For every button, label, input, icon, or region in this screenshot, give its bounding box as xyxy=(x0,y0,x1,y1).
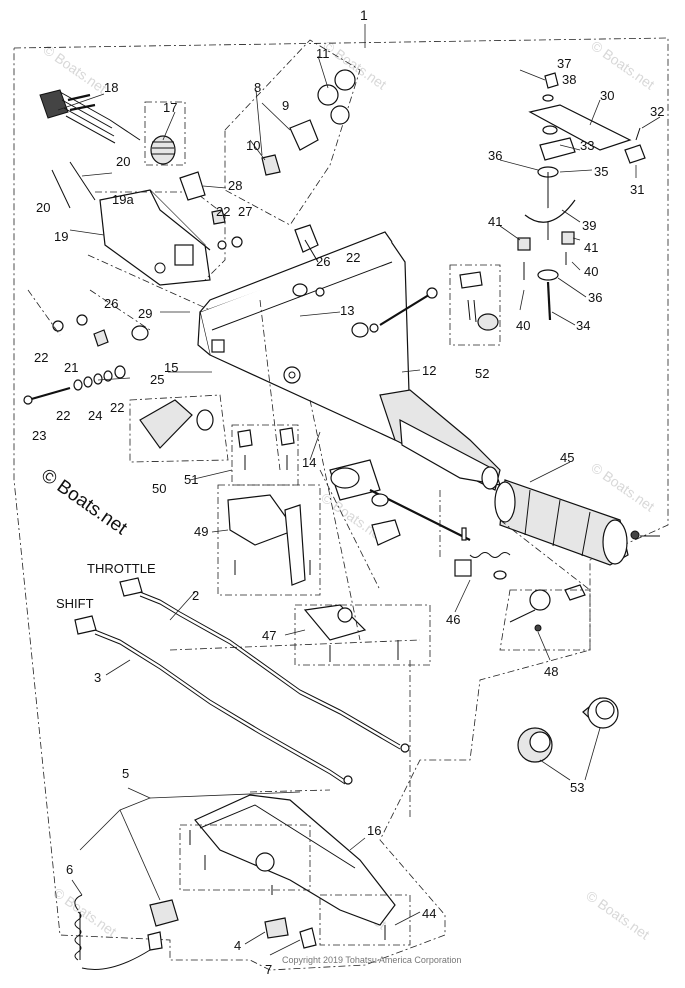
callout-9: 9 xyxy=(282,98,289,113)
callout-49: 49 xyxy=(194,524,208,539)
callout-22c: 22 xyxy=(110,400,124,415)
throttle-grip xyxy=(494,479,660,566)
callout-22a: 22 xyxy=(34,350,48,365)
callout-23: 23 xyxy=(32,428,46,443)
lower-housing xyxy=(179,794,411,946)
callout-29: 29 xyxy=(138,306,152,321)
callout-51: 51 xyxy=(184,472,198,487)
caps-53 xyxy=(517,697,619,763)
bracket-19 xyxy=(51,161,226,286)
callout-30: 30 xyxy=(600,88,614,103)
callout-25: 25 xyxy=(150,372,164,387)
callout-47: 47 xyxy=(262,628,276,643)
callout-39: 39 xyxy=(582,218,596,233)
connector-lines xyxy=(27,254,591,820)
callout-27: 27 xyxy=(238,204,252,219)
callout-18: 18 xyxy=(104,80,118,95)
callout-20b: 20 xyxy=(36,200,50,215)
watermark-faint-6: © Boats.net xyxy=(50,884,119,939)
leader-lines xyxy=(57,55,661,956)
friction-knob xyxy=(509,584,586,632)
watermark-faint-2: © Boats.net xyxy=(320,37,389,92)
callout-7: 7 xyxy=(265,962,272,977)
callout-5: 5 xyxy=(122,766,129,781)
callout-41a: 41 xyxy=(488,214,502,229)
assembly-boundary xyxy=(13,37,669,971)
callout-40b: 40 xyxy=(516,318,530,333)
callout-52: 52 xyxy=(475,366,489,381)
callout-35: 35 xyxy=(594,164,608,179)
shift-cable-label: SHIFT xyxy=(56,596,94,611)
callout-53: 53 xyxy=(570,780,584,795)
long-bolt-upper xyxy=(379,287,438,326)
callout-44: 44 xyxy=(422,906,436,921)
watermark-faint-4: © Boats.net xyxy=(588,459,657,514)
right-hardware xyxy=(517,72,646,321)
watermark: © Boats.net xyxy=(37,465,131,540)
callout-10: 10 xyxy=(246,138,260,153)
callout-36a: 36 xyxy=(488,148,502,163)
watermark-faint-3: © Boats.net xyxy=(588,37,657,92)
callout-1: 1 xyxy=(360,7,368,23)
callout-37: 37 xyxy=(557,56,571,71)
callout-16: 16 xyxy=(367,823,381,838)
callout-21: 21 xyxy=(64,360,78,375)
callout-11: 11 xyxy=(316,46,330,61)
callout-36b: 36 xyxy=(588,290,602,305)
shift-link-47 xyxy=(294,604,431,666)
tiller-arm xyxy=(197,231,501,491)
callout-6: 6 xyxy=(66,862,73,877)
callout-19: 19 xyxy=(54,229,68,244)
callout-13: 13 xyxy=(340,303,354,318)
callout-17: 17 xyxy=(163,100,177,115)
shift-lever-parts xyxy=(224,39,361,263)
callout-14: 14 xyxy=(302,455,316,470)
cables xyxy=(74,577,410,785)
callout-8: 8 xyxy=(254,80,261,95)
callout-22b: 22 xyxy=(56,408,70,423)
callout-45: 45 xyxy=(560,450,574,465)
callout-19a: 19a xyxy=(112,192,134,207)
throttle-shaft-assembly xyxy=(329,459,511,580)
callout-22e: 22 xyxy=(346,250,360,265)
lanyard xyxy=(74,894,317,971)
callout-12: 12 xyxy=(422,363,436,378)
callout-4: 4 xyxy=(234,938,241,953)
callout-48: 48 xyxy=(544,664,558,679)
callout-28: 28 xyxy=(228,178,242,193)
callout-50: 50 xyxy=(152,481,166,496)
switch-52 xyxy=(449,264,501,346)
wire-harness xyxy=(39,89,141,144)
switch-50-51 xyxy=(129,394,299,486)
coil-17 xyxy=(144,101,186,166)
callout-33: 33 xyxy=(580,138,594,153)
callout-26b: 26 xyxy=(316,254,330,269)
callout-46: 46 xyxy=(446,612,460,627)
callout-41b: 41 xyxy=(584,240,598,255)
callout-15: 15 xyxy=(164,360,178,375)
watermark-faint-8: © Boats.net xyxy=(583,887,652,942)
callout-3: 3 xyxy=(94,670,101,685)
callout-31: 31 xyxy=(630,182,644,197)
callout-labels: 1 2 3 4 5 6 7 8 9 10 11 12 13 14 15 16 1… xyxy=(32,7,664,977)
callout-24: 24 xyxy=(88,408,102,423)
clip-28 xyxy=(179,171,243,250)
watermark-faint-1: © Boats.net xyxy=(40,41,109,96)
copyright-text: Copyright 2019 Tohatsu America Corporati… xyxy=(282,955,461,965)
callout-40a: 40 xyxy=(584,264,598,279)
callout-20a: 20 xyxy=(116,154,130,169)
callout-32: 32 xyxy=(650,104,664,119)
callout-2: 2 xyxy=(192,588,199,603)
callout-26a: 26 xyxy=(104,296,118,311)
callout-22d: 22 xyxy=(216,204,230,219)
throttle-link-49 xyxy=(217,484,321,596)
throttle-cable-label: THROTTLE xyxy=(87,561,156,576)
callout-38: 38 xyxy=(562,72,576,87)
callout-34: 34 xyxy=(576,318,590,333)
